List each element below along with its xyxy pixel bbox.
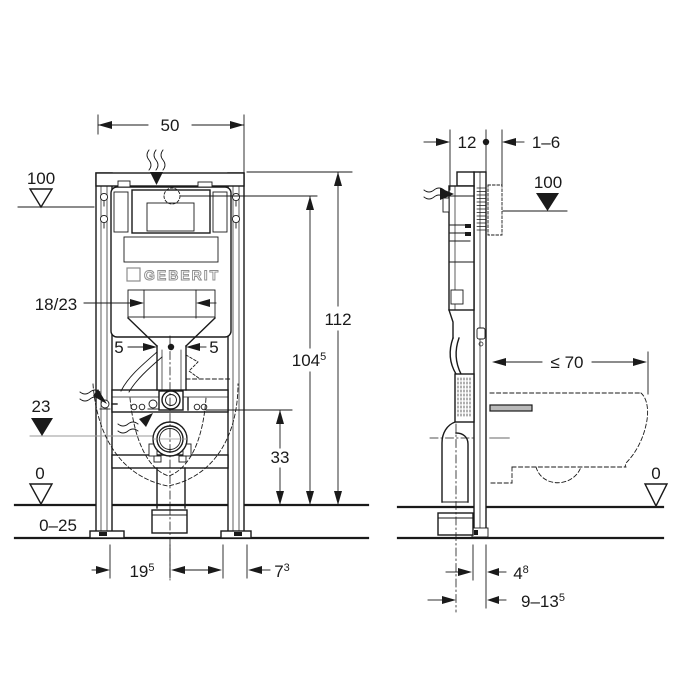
dim-4-8-label: 48 bbox=[513, 564, 529, 583]
bowl-outline-side bbox=[489, 392, 649, 484]
center-dot bbox=[167, 343, 175, 351]
dim-bottom-front: 195 73 bbox=[91, 544, 290, 581]
dim-height-33: 33 bbox=[205, 409, 293, 506]
dim-18-23-label: 18/23 bbox=[35, 295, 78, 314]
concealed-cistern: GEBERIT bbox=[110, 180, 232, 347]
cistern-body-side bbox=[448, 185, 475, 311]
dim-height-112: 112 bbox=[246, 171, 353, 506]
dim-5-right-label: 5 bbox=[209, 338, 218, 357]
flush-bend-outer bbox=[449, 337, 457, 375]
level-0-label: 0 bbox=[651, 464, 660, 483]
dim-19-5-label: 195 bbox=[129, 562, 154, 581]
dim-12-label: 12 bbox=[458, 133, 477, 152]
level-100-marker-icon bbox=[28, 188, 54, 209]
drain-socket-box bbox=[151, 509, 188, 534]
funnel-right bbox=[185, 317, 216, 347]
dimensions-front: 50 18/23 5 5 bbox=[35, 114, 353, 581]
level-23-label: 23 bbox=[32, 397, 51, 416]
dim-33-label: 33 bbox=[271, 448, 290, 467]
optional-connection-dashed bbox=[185, 354, 201, 380]
dim-7-3-label: 73 bbox=[274, 562, 290, 581]
side-view: 100 0 12 1–6 bbox=[396, 129, 669, 613]
level-0-marker-icon bbox=[643, 483, 669, 508]
center-dot bbox=[482, 138, 490, 146]
level-0-marker-icon bbox=[28, 483, 54, 506]
level-markers-side: 100 0 bbox=[502, 173, 669, 508]
elbow-outer bbox=[441, 421, 456, 503]
fastener-row bbox=[99, 390, 208, 411]
elbow-inner bbox=[455, 432, 469, 503]
dim-9-13-5-label: 9–135 bbox=[521, 592, 565, 611]
service-opening bbox=[123, 236, 219, 263]
foot-side bbox=[437, 512, 474, 536]
bend-left-outer bbox=[120, 351, 158, 392]
protection-plate-hatch bbox=[476, 187, 487, 231]
water-supply-icon bbox=[79, 389, 118, 405]
bowl-trap-dashed bbox=[535, 466, 582, 484]
water-flow-icon bbox=[146, 149, 166, 185]
dim-1-6-label: 1–6 bbox=[532, 133, 560, 152]
water-flow-icon bbox=[423, 187, 454, 200]
level-markers-front: 100 23 0 0–25 bbox=[17, 169, 318, 535]
frame-rail-side bbox=[471, 171, 489, 538]
level-100-marker-icon bbox=[536, 193, 559, 211]
threaded-rod-hatch bbox=[457, 377, 471, 419]
level-100-label: 100 bbox=[27, 169, 55, 188]
rail-clip bbox=[476, 327, 486, 340]
bowl-outer-dashed bbox=[92, 383, 239, 487]
dimensions-side: 12 1–6 ≤ 70 bbox=[423, 129, 649, 611]
dim-pipe-offsets: 5 5 bbox=[114, 338, 218, 357]
drain-assembly bbox=[29, 421, 192, 534]
flush-pipe-assembly bbox=[99, 345, 208, 411]
dim-rod-spacing: 18/23 bbox=[35, 289, 217, 319]
level-0-label: 0 bbox=[35, 464, 44, 483]
level-100-label: 100 bbox=[534, 173, 562, 192]
cistern-taper bbox=[448, 309, 454, 339]
floor-lines-side bbox=[396, 505, 665, 540]
level-23-marker-icon bbox=[31, 418, 53, 436]
cistern-side bbox=[442, 171, 475, 423]
supply-connection bbox=[442, 197, 450, 213]
anchor-screw-icon bbox=[99, 192, 241, 229]
drain-elbow-side bbox=[429, 421, 474, 613]
water-flow-icon bbox=[117, 413, 153, 434]
bend-left-inner bbox=[128, 356, 163, 393]
dim-5-left-label: 5 bbox=[114, 338, 123, 357]
brand-logo-text: GEBERIT bbox=[144, 267, 220, 283]
dim-70-label: ≤ 70 bbox=[551, 353, 584, 372]
fixing-rod bbox=[489, 404, 533, 412]
brand-logo-square bbox=[126, 267, 141, 282]
fill-valve-dashed-circle bbox=[163, 187, 181, 205]
outlet-block bbox=[454, 373, 475, 423]
water-flow-symbols-front bbox=[79, 149, 166, 434]
dim-104-5-label: 1045 bbox=[292, 351, 327, 370]
dim-depth-12: 12 1–6 bbox=[423, 129, 560, 191]
dim-height-104-5: 1045 bbox=[292, 195, 327, 506]
floor-range-label: 0–25 bbox=[39, 516, 77, 535]
inspection-window-inner bbox=[146, 202, 195, 232]
floor-lines-front bbox=[13, 503, 370, 540]
funnel-left bbox=[127, 317, 158, 347]
front-view: GEBERIT bbox=[13, 114, 370, 581]
dim-bottom-side: 48 9–135 bbox=[427, 544, 565, 611]
dim-width-label: 50 bbox=[161, 116, 180, 135]
flush-bend-inner bbox=[455, 337, 462, 375]
dim-width-50: 50 bbox=[97, 114, 245, 174]
dim-bowl-depth: ≤ 70 bbox=[492, 351, 649, 395]
dim-112-label: 112 bbox=[324, 310, 351, 329]
actuator-plate-dashed bbox=[487, 184, 503, 236]
bowl-outline-front bbox=[92, 378, 239, 487]
bowl-inner-dashed bbox=[129, 397, 207, 477]
